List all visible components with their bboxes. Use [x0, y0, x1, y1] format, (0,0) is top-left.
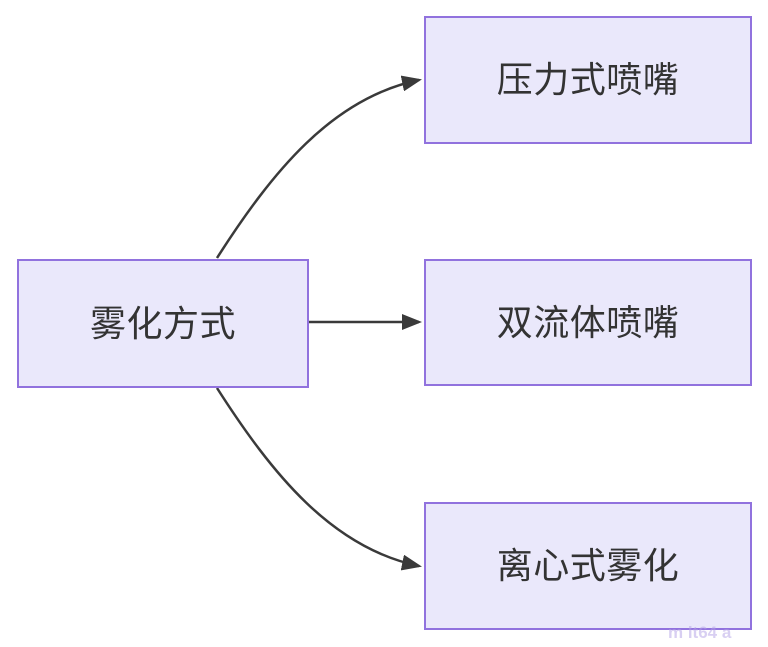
node-label: 雾化方式 [89, 302, 236, 344]
edge-root-to-pressure-nozzle [215, 75, 422, 259]
node-label: 双流体喷嘴 [496, 301, 680, 343]
node-pressure-nozzle[interactable]: 压力式喷嘴 [424, 16, 752, 144]
node-atomization-method[interactable]: 雾化方式 [17, 259, 309, 388]
node-centrifugal-atomization[interactable]: 离心式雾化 [424, 502, 752, 630]
node-label: 离心式雾化 [496, 545, 680, 586]
node-two-fluid-nozzle[interactable]: 双流体喷嘴 [424, 259, 752, 386]
edge-root-to-centrifugal-atomization [215, 387, 422, 571]
watermark: m lt64 a [668, 623, 732, 638]
node-label: 压力式喷嘴 [496, 59, 680, 100]
